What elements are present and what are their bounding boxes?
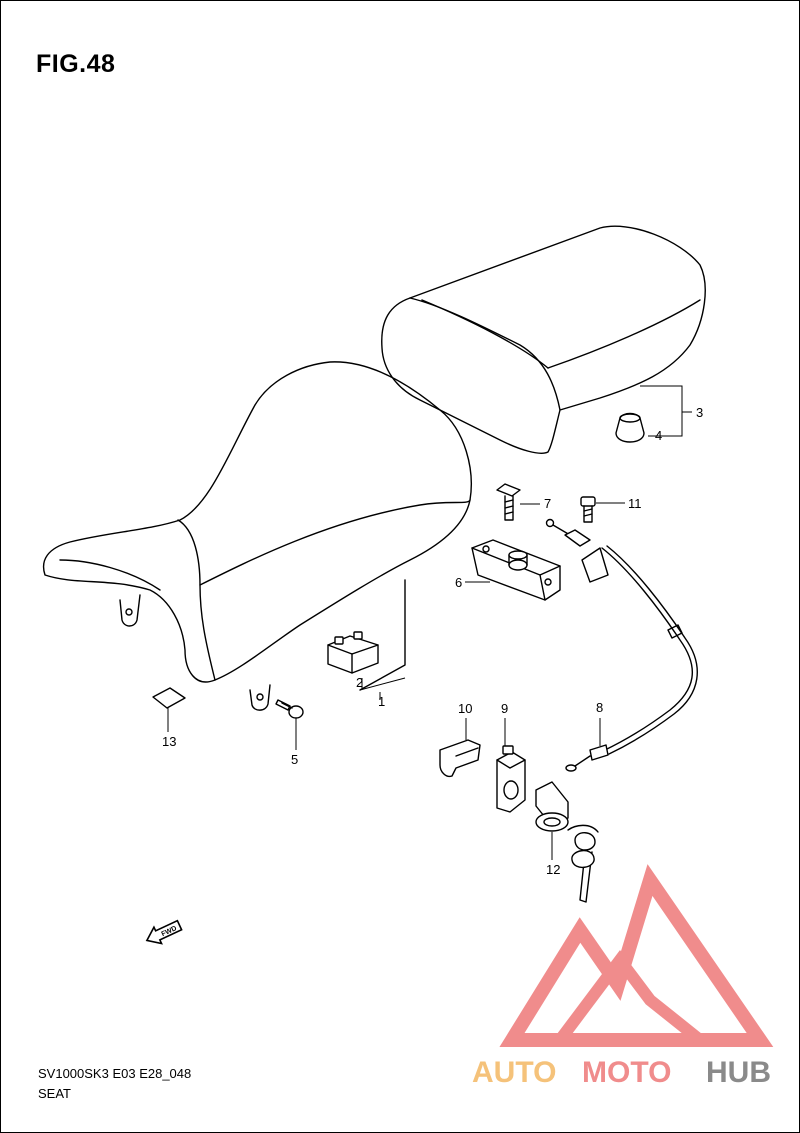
seat-lock-set-with-keys[interactable] <box>535 781 599 903</box>
callout-9: 9 <box>501 701 508 716</box>
seat-damper-block[interactable] <box>327 631 379 674</box>
seat-cushion-rubber[interactable] <box>615 412 645 443</box>
callout-3: 3 <box>696 405 703 420</box>
seat-lock-cable[interactable] <box>545 518 698 772</box>
callout-4: 4 <box>655 428 662 443</box>
cable-bolt[interactable] <box>580 496 596 523</box>
lock-bracket[interactable] <box>496 745 526 813</box>
callout-8: 8 <box>596 700 603 715</box>
front-seat[interactable] <box>43 361 472 711</box>
logo-text-moto: MOTO <box>582 1056 671 1089</box>
callout-13: 13 <box>162 734 176 749</box>
model-code: SV1000SK3 E03 E28_048 <box>38 1066 192 1081</box>
callout-6: 6 <box>455 575 462 590</box>
screw[interactable] <box>496 483 521 521</box>
leader-lines <box>167 385 692 860</box>
callout-2: 2 <box>356 675 363 690</box>
callout-11: 11 <box>628 496 642 511</box>
logo-text-auto: AUTO <box>472 1056 556 1089</box>
callout-5: 5 <box>291 752 298 767</box>
section-name: SEAT <box>38 1086 71 1101</box>
callout-10: 10 <box>458 701 472 716</box>
cable-clip[interactable] <box>439 739 481 778</box>
forward-direction-arrow: FWD <box>145 919 183 945</box>
seat-bolt[interactable] <box>275 699 304 719</box>
automotohub-logo: AUTO MOTO HUB <box>472 864 774 1089</box>
callout-7: 7 <box>544 496 551 511</box>
figure-title: FIG.48 <box>36 50 116 78</box>
callout-numbers: 1 2 3 4 5 6 7 8 9 10 11 12 13 <box>162 405 703 877</box>
seat-lock-base[interactable] <box>471 539 561 601</box>
logo-text-hub: HUB <box>706 1056 771 1089</box>
callout-1: 1 <box>378 694 385 709</box>
rear-seat[interactable] <box>381 225 706 454</box>
callout-12: 12 <box>546 862 560 877</box>
seat-label-sticker[interactable] <box>152 687 186 709</box>
